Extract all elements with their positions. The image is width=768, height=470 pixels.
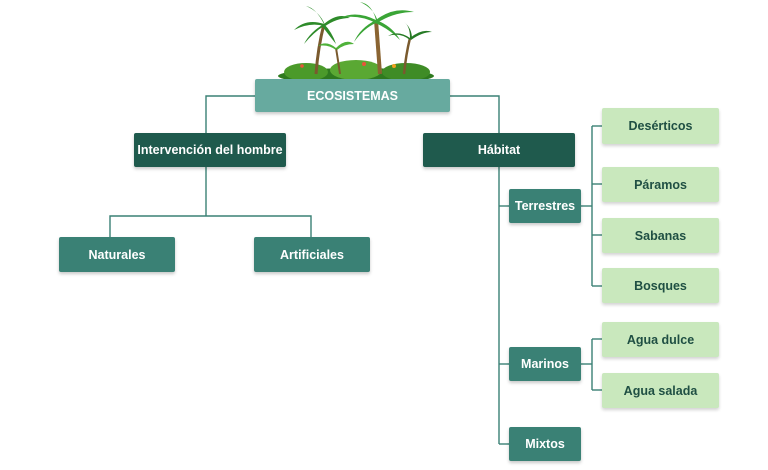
connector-root-habitat <box>450 95 500 133</box>
connector-root-interv <box>205 95 255 133</box>
node-terrestres: Terrestres <box>509 189 581 223</box>
node-intervencion-del-hombre: Intervención del hombre <box>134 133 286 167</box>
node-paramos: Páramos <box>602 167 719 202</box>
node-bosques: Bosques <box>602 268 719 303</box>
node-mixtos: Mixtos <box>509 427 581 461</box>
node-marinos: Marinos <box>509 347 581 381</box>
node-sabanas: Sabanas <box>602 218 719 253</box>
node-naturales: Naturales <box>59 237 175 272</box>
node-deserticos: Desérticos <box>602 108 719 144</box>
jungle-palm-trees-icon <box>278 2 434 82</box>
node-ecosistemas: ECOSISTEMAS <box>255 79 450 112</box>
node-habitat: Hábitat <box>423 133 575 167</box>
node-agua-dulce: Agua dulce <box>602 322 719 357</box>
connector-interv-branch <box>109 215 312 237</box>
node-artificiales: Artificiales <box>254 237 370 272</box>
node-agua-salada: Agua salada <box>602 373 719 408</box>
